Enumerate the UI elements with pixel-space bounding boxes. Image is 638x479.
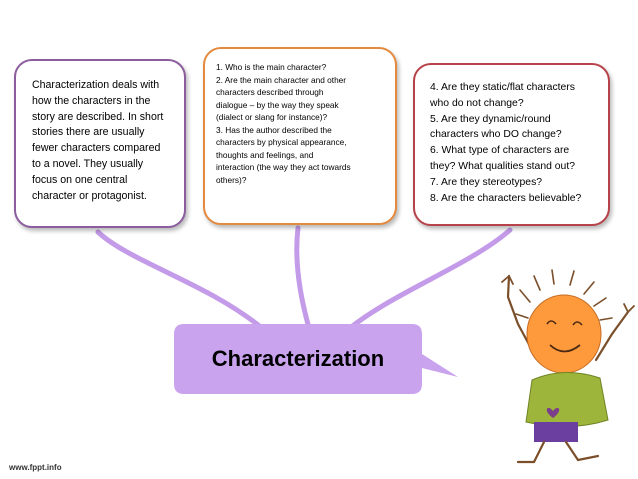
text-line: (dialect or slang for instance)? bbox=[216, 112, 328, 122]
questions-text-1: 1. Who is the main character? 2. Are the… bbox=[216, 61, 392, 186]
text-line: thoughts and feelings, and bbox=[216, 149, 314, 160]
central-bubble bbox=[174, 324, 458, 394]
connector-left bbox=[95, 229, 265, 331]
text-line: fewer characters compared bbox=[32, 142, 161, 155]
text-line: who do not change? bbox=[430, 97, 524, 109]
text-line: 1. Who is the main character? bbox=[216, 62, 327, 72]
text-line: character or protagonist. bbox=[32, 189, 147, 202]
footer-url: www.fppt.info bbox=[9, 463, 62, 472]
text-line: 5. Are they dynamic/round bbox=[430, 113, 551, 125]
text-line: 6. What type of characters are bbox=[430, 145, 570, 157]
definition-box: Characterization deals with how the char… bbox=[14, 59, 186, 228]
connector-right bbox=[347, 227, 513, 331]
text-line: 7. Are they stereotypes? bbox=[430, 176, 543, 188]
text-line: 4. Are they static/flat characters bbox=[430, 82, 575, 93]
central-topic-label: Characterization bbox=[211, 346, 385, 371]
text-line: characters by physical appearance, bbox=[216, 137, 347, 147]
text-line: dialogue – by the way they speak bbox=[216, 99, 339, 110]
connector-middle bbox=[294, 225, 312, 331]
text-line: stories there are usually bbox=[32, 126, 145, 139]
text-line: 8. Are the characters believable? bbox=[430, 192, 582, 204]
questions-box-2: 4. Are they static/flat characters who d… bbox=[413, 63, 610, 226]
text-line: Characterization deals with bbox=[32, 79, 160, 91]
text-line: interaction (the way they act towards bbox=[216, 162, 351, 172]
text-line: characters described through bbox=[216, 87, 324, 97]
text-line: story are described. In short bbox=[32, 110, 164, 123]
definition-text: Characterization deals with how the char… bbox=[32, 78, 180, 204]
text-line: to a novel. They usually bbox=[32, 157, 144, 170]
text-line: 3. Has the author described the bbox=[216, 124, 332, 135]
heart-icon bbox=[546, 407, 560, 418]
text-line: 2. Are the main character and other bbox=[216, 74, 347, 85]
questions-text-2: 4. Are they static/flat characters who d… bbox=[430, 80, 605, 206]
questions-box-1: 1. Who is the main character? 2. Are the… bbox=[203, 47, 397, 225]
text-line: characters who DO change? bbox=[430, 129, 562, 141]
text-line: how the characters in the bbox=[32, 94, 151, 107]
text-line: they? What qualities stand out? bbox=[430, 160, 575, 172]
cartoon-girl-illustration bbox=[501, 269, 635, 464]
text-line: others)? bbox=[216, 174, 247, 185]
text-line: focus on one central bbox=[32, 173, 128, 186]
